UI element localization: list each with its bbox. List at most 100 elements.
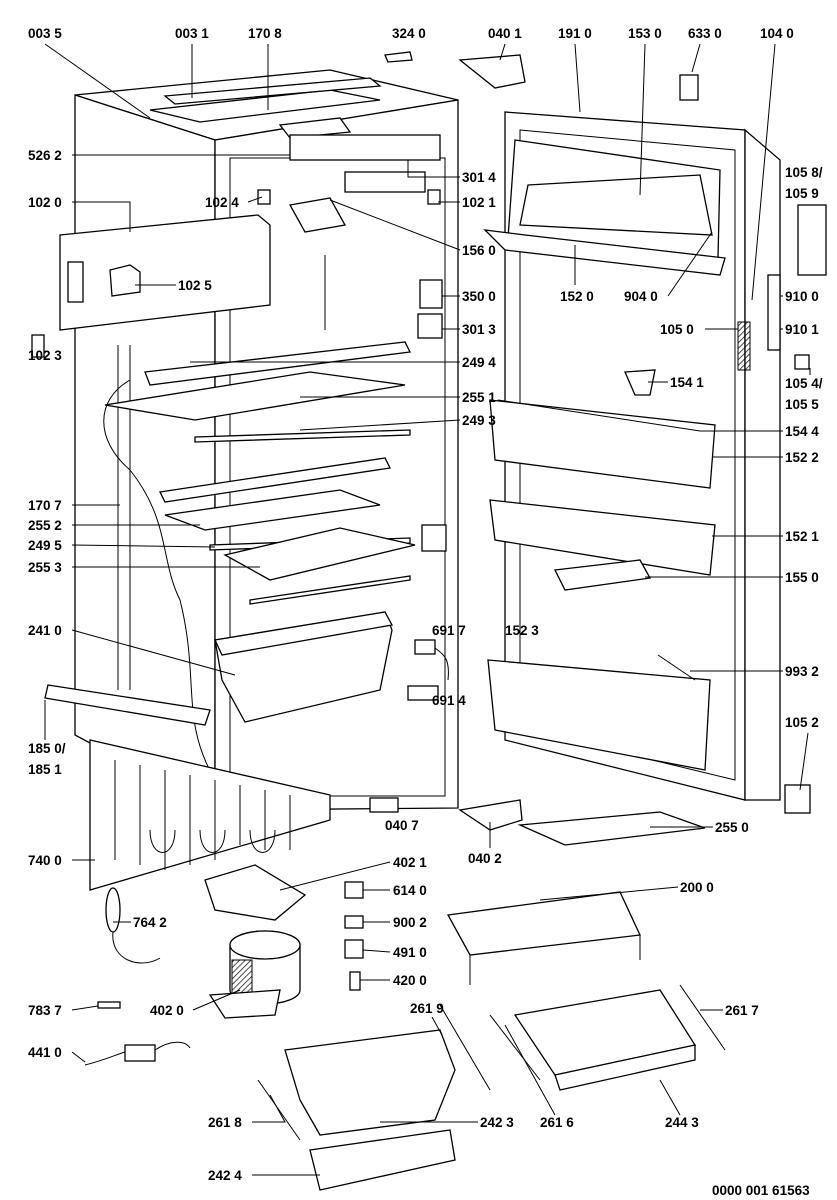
part-number-label: 402 1 [393, 855, 427, 870]
part-number-label: 244 3 [665, 1115, 699, 1130]
part-number-label: 301 3 [462, 322, 496, 337]
part-number-label: 200 0 [680, 880, 714, 895]
leader-line [659, 1079, 681, 1116]
part-number-label: 993 2 [785, 664, 819, 679]
part-number-label: 154 4 [785, 424, 819, 439]
part-number-label: 242 3 [480, 1115, 514, 1130]
part-number-label: 154 1 [670, 375, 704, 390]
part-number-label: 170 7 [28, 498, 62, 513]
part-number-label: 301 4 [462, 170, 496, 185]
part-number-label: 249 3 [462, 413, 496, 428]
leader-line [574, 43, 581, 113]
part-number-label: 402 0 [150, 1003, 184, 1018]
part-number-label: 255 3 [28, 560, 62, 575]
part-number-label: 255 0 [715, 820, 749, 835]
part-number-label: 691 7 [432, 623, 466, 638]
leader-line [192, 989, 241, 1011]
part-number-label: 420 0 [393, 973, 427, 988]
part-number-label: 249 5 [28, 538, 62, 553]
part-number-label: 105 8/ [785, 165, 823, 180]
leader-line [431, 1016, 443, 1036]
part-number-label: 241 0 [28, 623, 62, 638]
leader-line [71, 629, 236, 676]
part-number-label: 040 7 [385, 818, 419, 833]
leader-line [71, 544, 216, 548]
part-number-label: 261 8 [208, 1115, 242, 1130]
part-number-label: 105 5 [785, 397, 819, 412]
leader-line [751, 43, 776, 301]
leader-line [279, 861, 391, 891]
leader-line [407, 160, 460, 178]
part-number-label: 003 1 [175, 26, 209, 41]
door [384, 51, 827, 814]
part-number-label: 261 7 [725, 1003, 759, 1018]
part-number-label: 255 1 [462, 390, 496, 405]
part-number-label: 691 4 [432, 693, 466, 708]
leader-line [329, 199, 461, 251]
shelves [103, 341, 416, 781]
part-number-label: 261 6 [540, 1115, 574, 1130]
part-number-label: 910 1 [785, 322, 819, 337]
part-number-label: 152 3 [505, 623, 539, 638]
part-number-label: 152 0 [560, 289, 594, 304]
part-number-label: 170 8 [248, 26, 282, 41]
part-number-label: 155 0 [785, 570, 819, 585]
part-number-label: 764 2 [133, 915, 167, 930]
part-number-label: 185 0/ [28, 741, 66, 756]
leader-line [691, 43, 701, 73]
part-number-label: 105 4/ [785, 376, 823, 391]
part-number-label: 105 9 [785, 186, 819, 201]
leader-line [539, 886, 679, 901]
part-number-label: 185 1 [28, 762, 62, 777]
part-number-label: 040 2 [468, 851, 502, 866]
leader-line [497, 399, 783, 432]
leader-lines [44, 43, 811, 1176]
part-number-label: 152 1 [785, 529, 819, 544]
part-number-label: 105 0 [660, 322, 694, 337]
leader-line [639, 43, 646, 196]
leader-line [299, 419, 461, 431]
part-number-label: 633 0 [688, 26, 722, 41]
leader-line [252, 1094, 286, 1123]
drawers-and-plates [257, 811, 726, 1191]
leader-line [667, 231, 713, 297]
part-number-label: 102 5 [178, 278, 212, 293]
part-number-label: 242 4 [208, 1168, 242, 1183]
part-number-label: 904 0 [624, 289, 658, 304]
part-number-label: 614 0 [393, 883, 427, 898]
part-number-label: 191 0 [558, 26, 592, 41]
part-number-label: 102 4 [205, 195, 239, 210]
evaporator-and-compressor [84, 739, 523, 1066]
part-number-label: 104 0 [760, 26, 794, 41]
part-number-label: 040 1 [488, 26, 522, 41]
part-number-label: 102 1 [462, 195, 496, 210]
part-number-label: 102 3 [28, 348, 62, 363]
leader-line [72, 201, 131, 232]
part-number-label: 003 5 [28, 26, 62, 41]
part-number-label: 261 9 [410, 1001, 444, 1016]
leader-line [362, 949, 391, 953]
part-number-label: 156 0 [462, 243, 496, 258]
part-number-label: 350 0 [462, 289, 496, 304]
part-number-label: 900 2 [393, 915, 427, 930]
leader-line [499, 43, 506, 61]
part-number-label: 102 0 [28, 195, 62, 210]
part-number-label: 152 2 [785, 450, 819, 465]
part-number-label: 526 2 [28, 148, 62, 163]
part-number-label: 105 2 [785, 715, 819, 730]
leader-line [504, 1024, 556, 1116]
part-number-label: 249 4 [462, 355, 496, 370]
leader-line [247, 196, 263, 203]
top-cover-panel [31, 214, 271, 358]
leader-line [71, 1051, 86, 1063]
drawing-number: 0000 001 61563 [712, 1183, 810, 1198]
sensor-parts [44, 639, 449, 726]
leader-line [799, 732, 809, 791]
leader-line [71, 1005, 99, 1011]
part-number-label: 441 0 [28, 1045, 62, 1060]
part-number-label: 153 0 [628, 26, 662, 41]
part-number-label: 740 0 [28, 853, 62, 868]
